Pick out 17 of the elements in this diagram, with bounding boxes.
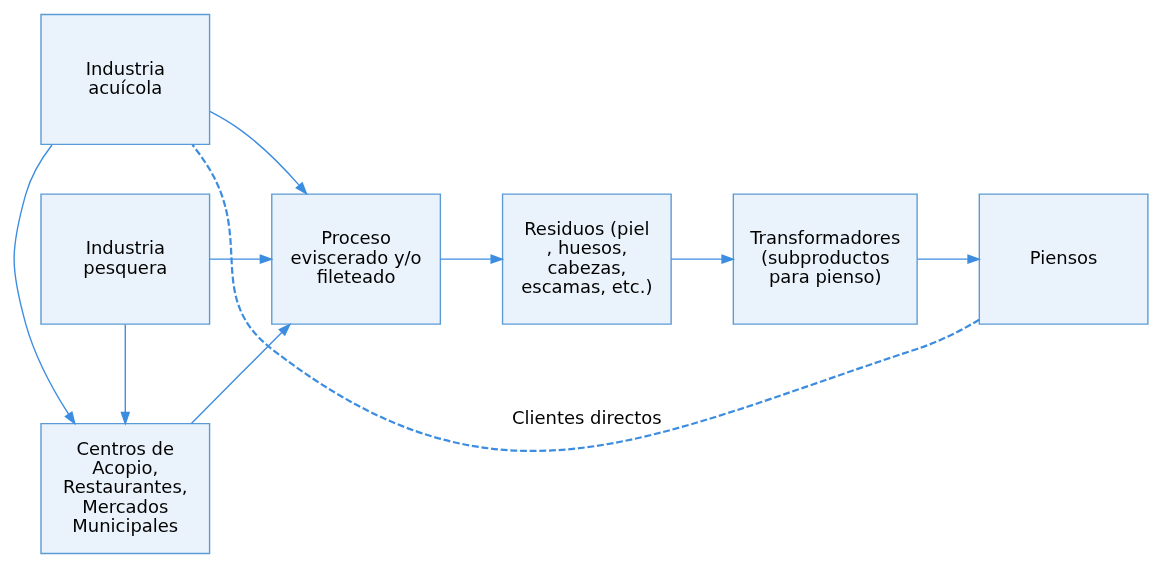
arrow <box>209 110 308 195</box>
arrow <box>190 322 292 424</box>
connector <box>191 143 980 452</box>
node-box: Industria pesquera <box>40 193 211 325</box>
node-box: Industria acuícola <box>40 13 211 145</box>
node-box: Transformadores (subproductos para pienso) <box>732 193 918 325</box>
node-box: Proceso eviscerado y/o fileteado <box>271 193 442 325</box>
node-box: Piensos <box>978 193 1149 325</box>
node-box: Residuos (piel , huesos, cabezas, escamas, etc.) <box>501 193 672 325</box>
arrow <box>439 253 505 264</box>
arrow <box>13 143 76 425</box>
edge-label: Clientes directos <box>511 406 662 428</box>
arrow <box>208 253 274 264</box>
node-box: Centros de Acopio, Restaurantes, Mercados Municipales <box>40 422 211 554</box>
arrow <box>670 253 736 264</box>
arrow <box>917 253 982 264</box>
arrow <box>120 323 131 426</box>
